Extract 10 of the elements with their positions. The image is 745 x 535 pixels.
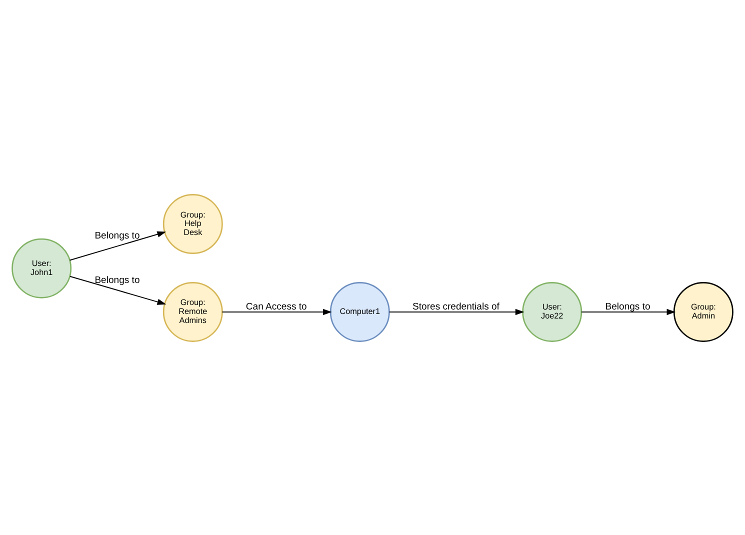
arrow: [389, 308, 524, 315]
edge-label: Belongs to: [94, 230, 140, 241]
arrow: [70, 230, 166, 260]
arrow: [582, 308, 676, 315]
arrow: [222, 308, 332, 315]
arrow: [70, 275, 166, 304]
edge-label: Can Access to: [246, 300, 307, 312]
edge-label: Stores credentials of: [412, 300, 500, 312]
edge-label: Belongs to: [94, 274, 140, 286]
edge-label: Belongs to: [605, 300, 650, 312]
